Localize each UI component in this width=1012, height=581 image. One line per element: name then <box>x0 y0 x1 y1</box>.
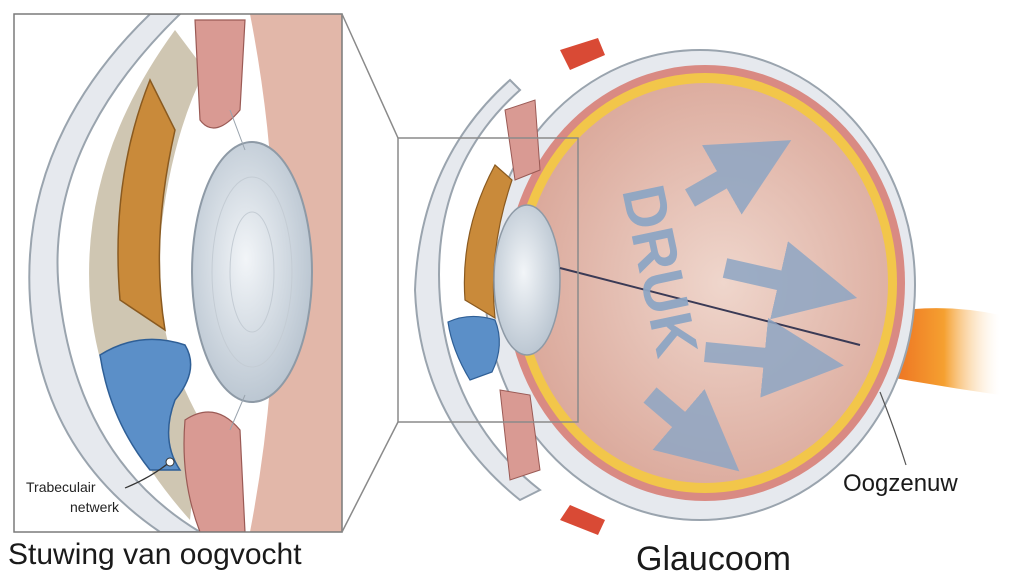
zoom-lens <box>192 142 312 402</box>
caption-left: Stuwing van oogvocht <box>8 538 302 572</box>
caption-right: Glaucoom <box>636 540 791 579</box>
muscle-top <box>560 38 605 70</box>
trabecular-label-line1: Trabeculair <box>26 477 96 497</box>
eye-aqueous-flow <box>448 316 499 380</box>
zoom-connector-bottom <box>342 422 398 532</box>
zoom-ciliary-top <box>195 20 245 128</box>
trabecular-label-line2: netwerk <box>70 497 119 517</box>
eye-lens <box>494 205 560 355</box>
muscle-bottom <box>560 505 605 535</box>
zoom-connector-top <box>342 14 398 138</box>
optic-nerve-label: Oogzenuw <box>843 470 958 498</box>
zoom-panel <box>14 14 342 532</box>
eye-cross-section: DRUK <box>398 38 1000 535</box>
vitreous-body <box>522 83 888 483</box>
pressure-arrow-3 <box>705 352 808 362</box>
optic-nerve-pointer <box>880 392 906 465</box>
